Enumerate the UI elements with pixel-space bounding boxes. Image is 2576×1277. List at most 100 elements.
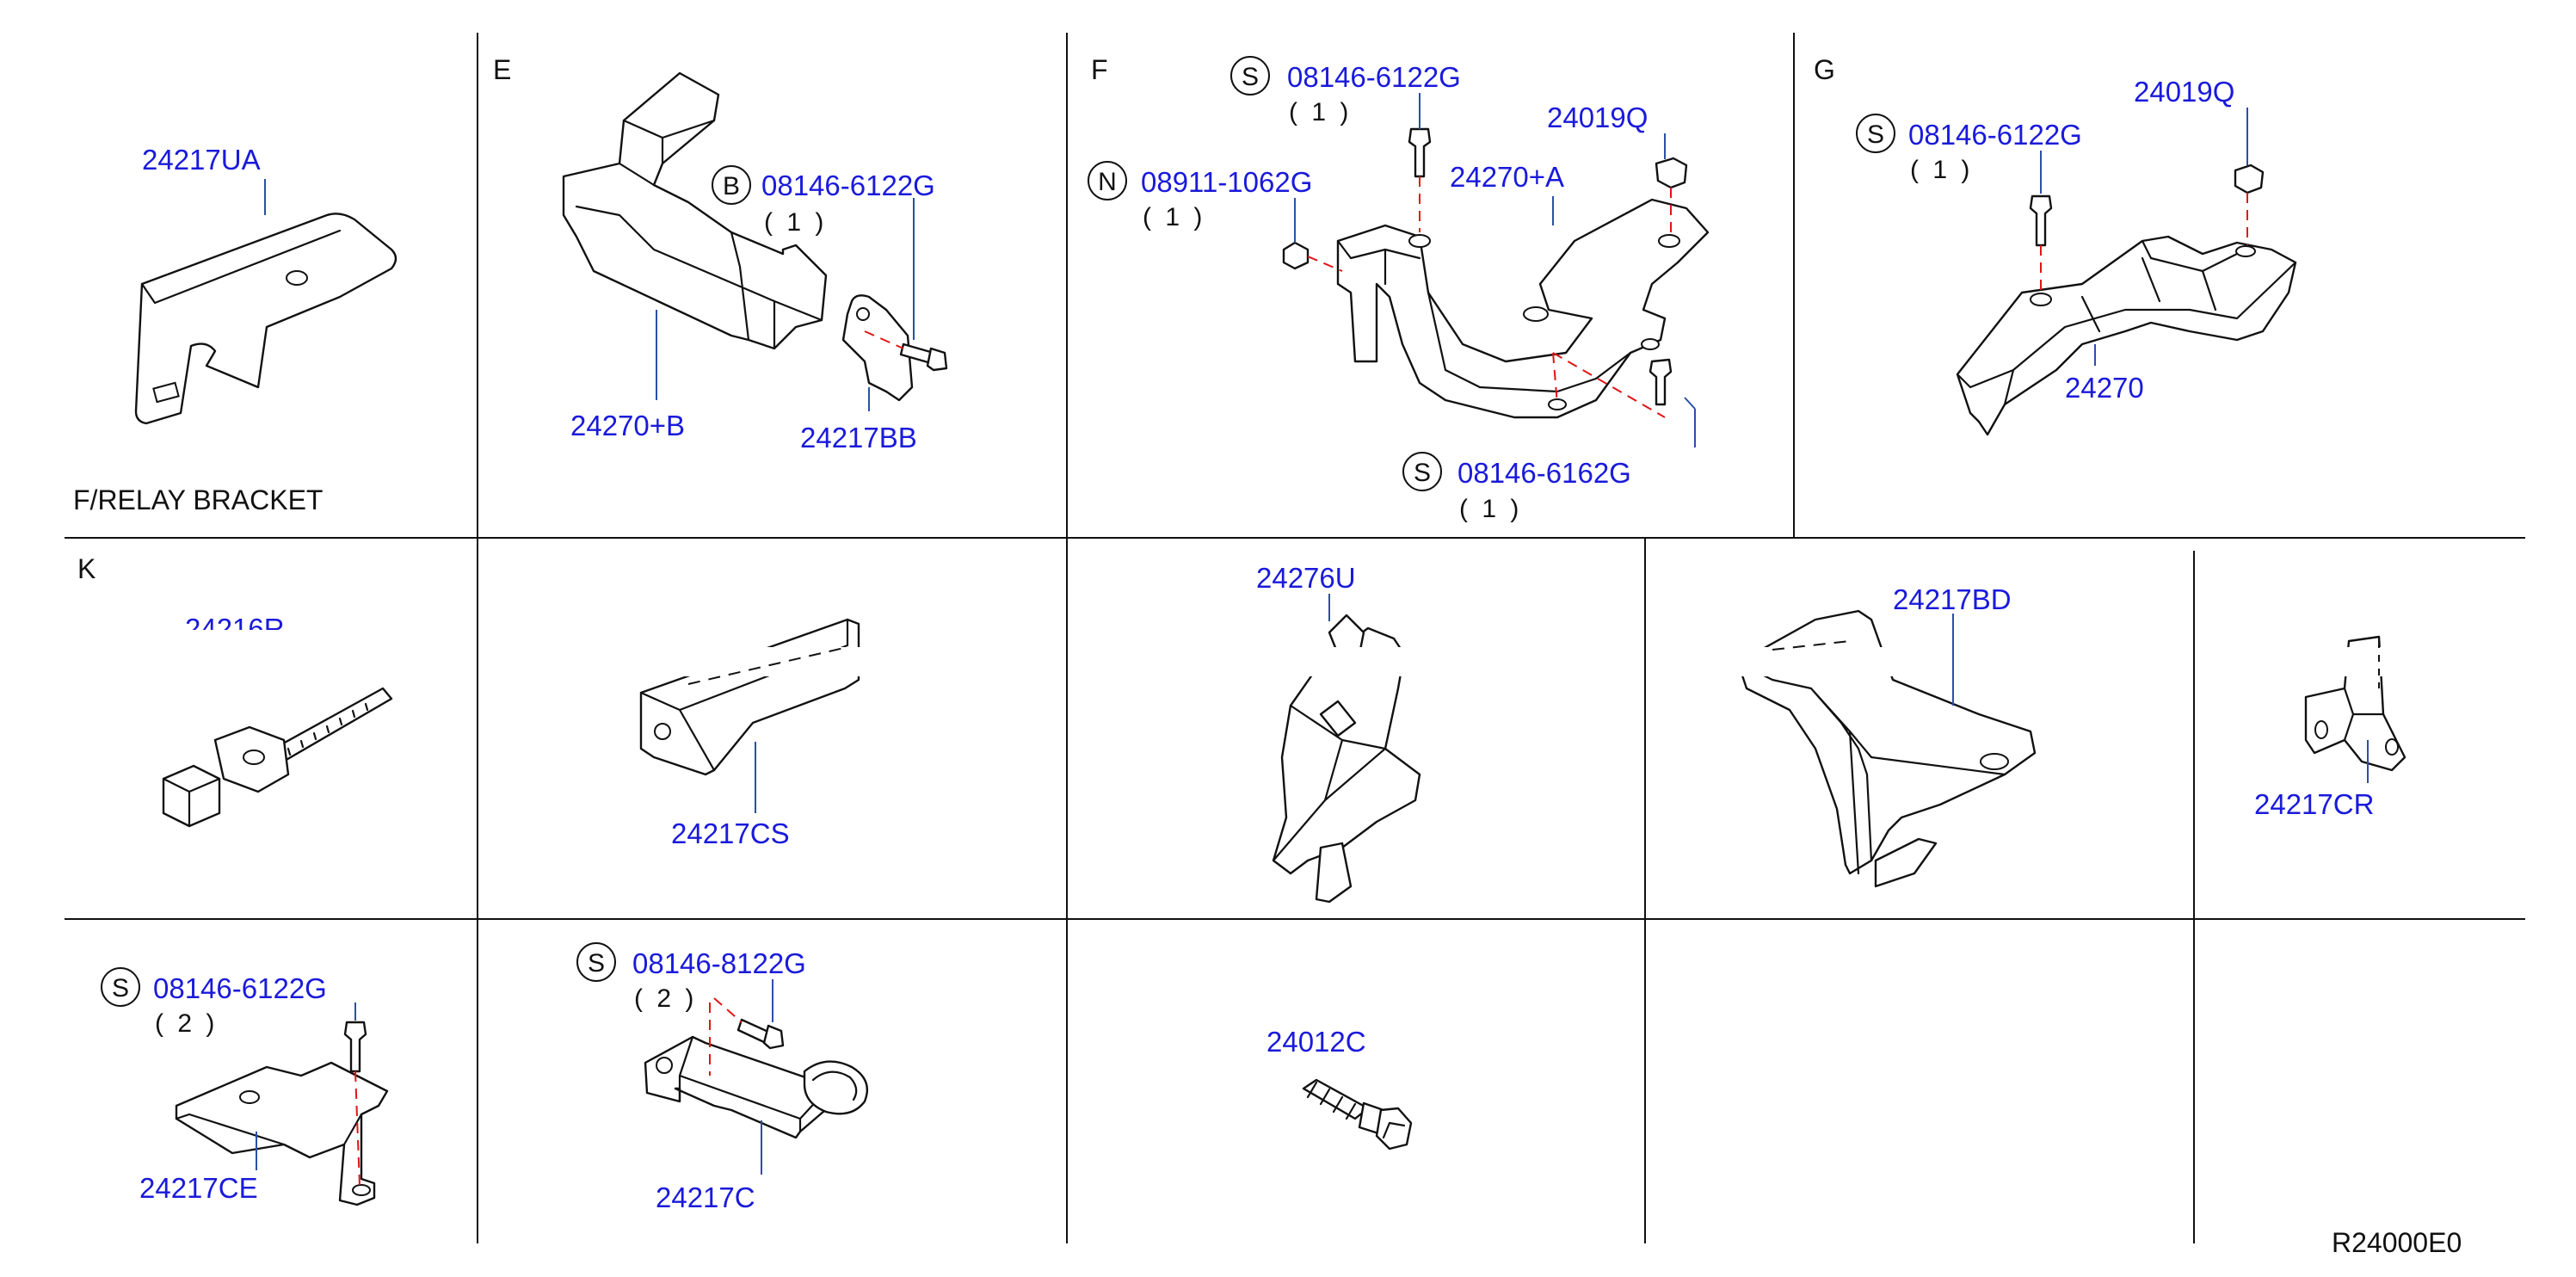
bracket-24217BD-dashed-edge [1772,640,1851,651]
qty-n: ( 1 ) [1143,203,1205,231]
protector-24270-hole-2 [2235,245,2256,257]
stud-bolt-head [1375,1107,1413,1151]
part-number-24270: 24270 [2065,372,2144,404]
protector-24270-rib [2080,256,2217,333]
protector-24270A-hole-1 [1408,234,1431,248]
bracket-24217BD-drawing [1736,609,2037,875]
nut-08911-1062G-drawing [1282,241,1310,270]
bracket-24217BD-foot [1874,837,1938,888]
relay-bracket-caption: F/RELAY BRACKET [73,484,323,515]
relay-bracket-slot [152,381,180,404]
bracket-24217CE-hole-2 [352,1184,371,1196]
cell-section-k: K 24216R [77,553,393,828]
hose-clamp-inner [811,1070,858,1101]
part-number-24270A: 24270+A [1450,161,1564,193]
section-label-g: G [1814,54,1835,85]
harness-protector-edge [575,162,823,350]
part-number-08146-6162G: 08146-6162G [1457,457,1631,489]
part-number-24217C: 24217C [656,1181,755,1213]
stud-bolt-head-edge [1382,1121,1406,1139]
cell-24217CR: 24217CR [2254,635,2407,820]
qty-b3: ( 2 ) [634,984,697,1013]
scan-gap-d2 [1734,647,1897,676]
part-number-08146-6122G-g: 08146-6122G [1908,119,2082,151]
section-label-f: F [1091,54,1108,85]
stud-thread [1306,1081,1357,1120]
bracket-24217CS-drawing [639,618,860,776]
bolt-08146-6162G-drawing [1649,358,1673,406]
relay-bracket-fold [140,229,342,305]
bracket-24217CR-hole-2 [2385,738,2399,756]
bracket-24217C-fold [678,1035,832,1133]
symbol-circle-s-a3 [101,967,140,1007]
part-number-24019Q-f: 24019Q [1547,102,1648,133]
protector-24270A-hole-3 [1658,234,1680,248]
part-number-24217UA: 24217UA [142,144,261,176]
clip-24276U-drawing [1272,626,1421,875]
cell-section-e: E B 08146-6122G ( 1 ) 24270+B 24217BB [493,54,948,453]
symbol-n: N [1098,168,1117,196]
part-number-08146-6122G-a3: 08146-6122G [153,972,327,1004]
clip-24019Q-g-drawing [2234,163,2265,194]
bracket-24217CR-fold [2343,687,2385,742]
symbol-circle-s-b3 [576,942,616,982]
bracket-24217CS-hole-1 [654,723,671,740]
cell-relay-bracket: 24217UA F/RELAY BRACKET [73,144,397,515]
qty-a3: ( 2 ) [155,1009,218,1038]
bracket-24217CE-fold [175,1113,363,1146]
symbol-s-a3: S [112,974,129,1002]
qty-g: ( 1 ) [1910,156,1973,184]
band-tie-clip-hole [243,750,265,765]
nut-dashed-line [1307,256,1343,272]
stud-bolt-24012C-drawing [1302,1078,1370,1120]
protector-24270A-fold [1336,239,1632,393]
symbol-s-g: S [1867,120,1884,149]
bolt-08146-6122G-g-drawing [2029,194,2053,247]
part-number-08146-6122G-f: 08146-6122G [1287,61,1461,93]
bracket-24217CE-hole-1 [239,1090,260,1104]
part-number-24217BB: 24217BB [800,422,917,453]
part-number-24217BD: 24217BD [1893,583,2012,615]
relay-bracket-hole [286,270,308,286]
bolt-f2-dashed-line [1552,352,1666,418]
symbol-circle-s-g [1856,114,1895,153]
bracket-24217BD-fold [1736,661,2006,875]
clip-24276U-bottom-pin [1315,842,1353,904]
protector-24270A-hole-5 [1641,338,1660,350]
cell-section-g: G S 08146-6122G ( 1 ) 24019Q 24270 [1814,54,2297,436]
small-bracket-24217BB-drawing [841,294,914,402]
scan-gap-b2 [637,647,860,676]
band-tie-head-drawing [162,764,221,828]
bolt-a3-dashed-line [354,1070,361,1187]
label-scan-gap [181,630,310,640]
harness-protector-top-edge [622,119,716,165]
cell-24012C: 24012C [1266,1026,1413,1151]
bolt-head-e [926,347,948,372]
cell-section-f: F S 08146-6122G ( 1 ) N 08911-1062G [1088,54,1710,523]
cell-24276U: 24276U [1256,562,1421,904]
bracket-24217CR-hole-1 [2314,720,2328,739]
diagram-code: R24000E0 [2332,1227,2462,1258]
scan-gap-e2 [2302,647,2388,676]
bracket-24217C-hole [656,1057,673,1074]
cell-24217C: S 08146-8122G ( 2 ) 24217C [576,942,869,1213]
harness-protector-24270A-drawing [1336,198,1710,419]
part-number-08911-1062G: 08911-1062G [1141,166,1312,198]
clip-24019Q-f-drawing [1655,157,1688,189]
symbol-circle-s-f1 [1230,56,1270,96]
relay-bracket-drawing [134,213,397,425]
qty-f1: ( 1 ) [1289,98,1352,126]
part-number-08146-6122G-e: 08146-6122G [761,170,935,201]
protector-24270A-hole-2 [1523,306,1549,322]
protector-24270-hole-1 [2030,293,2052,306]
grid-lines [65,33,2525,1243]
part-number-24276U: 24276U [1256,562,1356,594]
bolt-e-dashed-line [864,330,904,349]
symbol-s-f2: S [1414,459,1431,487]
bracket-24217BD-hole [1980,753,2009,770]
bracket-24217C-drawing [644,1035,832,1139]
hose-clamp-drawing [803,1060,869,1115]
symbol-circle-s-f2 [1402,452,1442,491]
bolt-f2-dashed-line-2 [1552,352,1558,405]
